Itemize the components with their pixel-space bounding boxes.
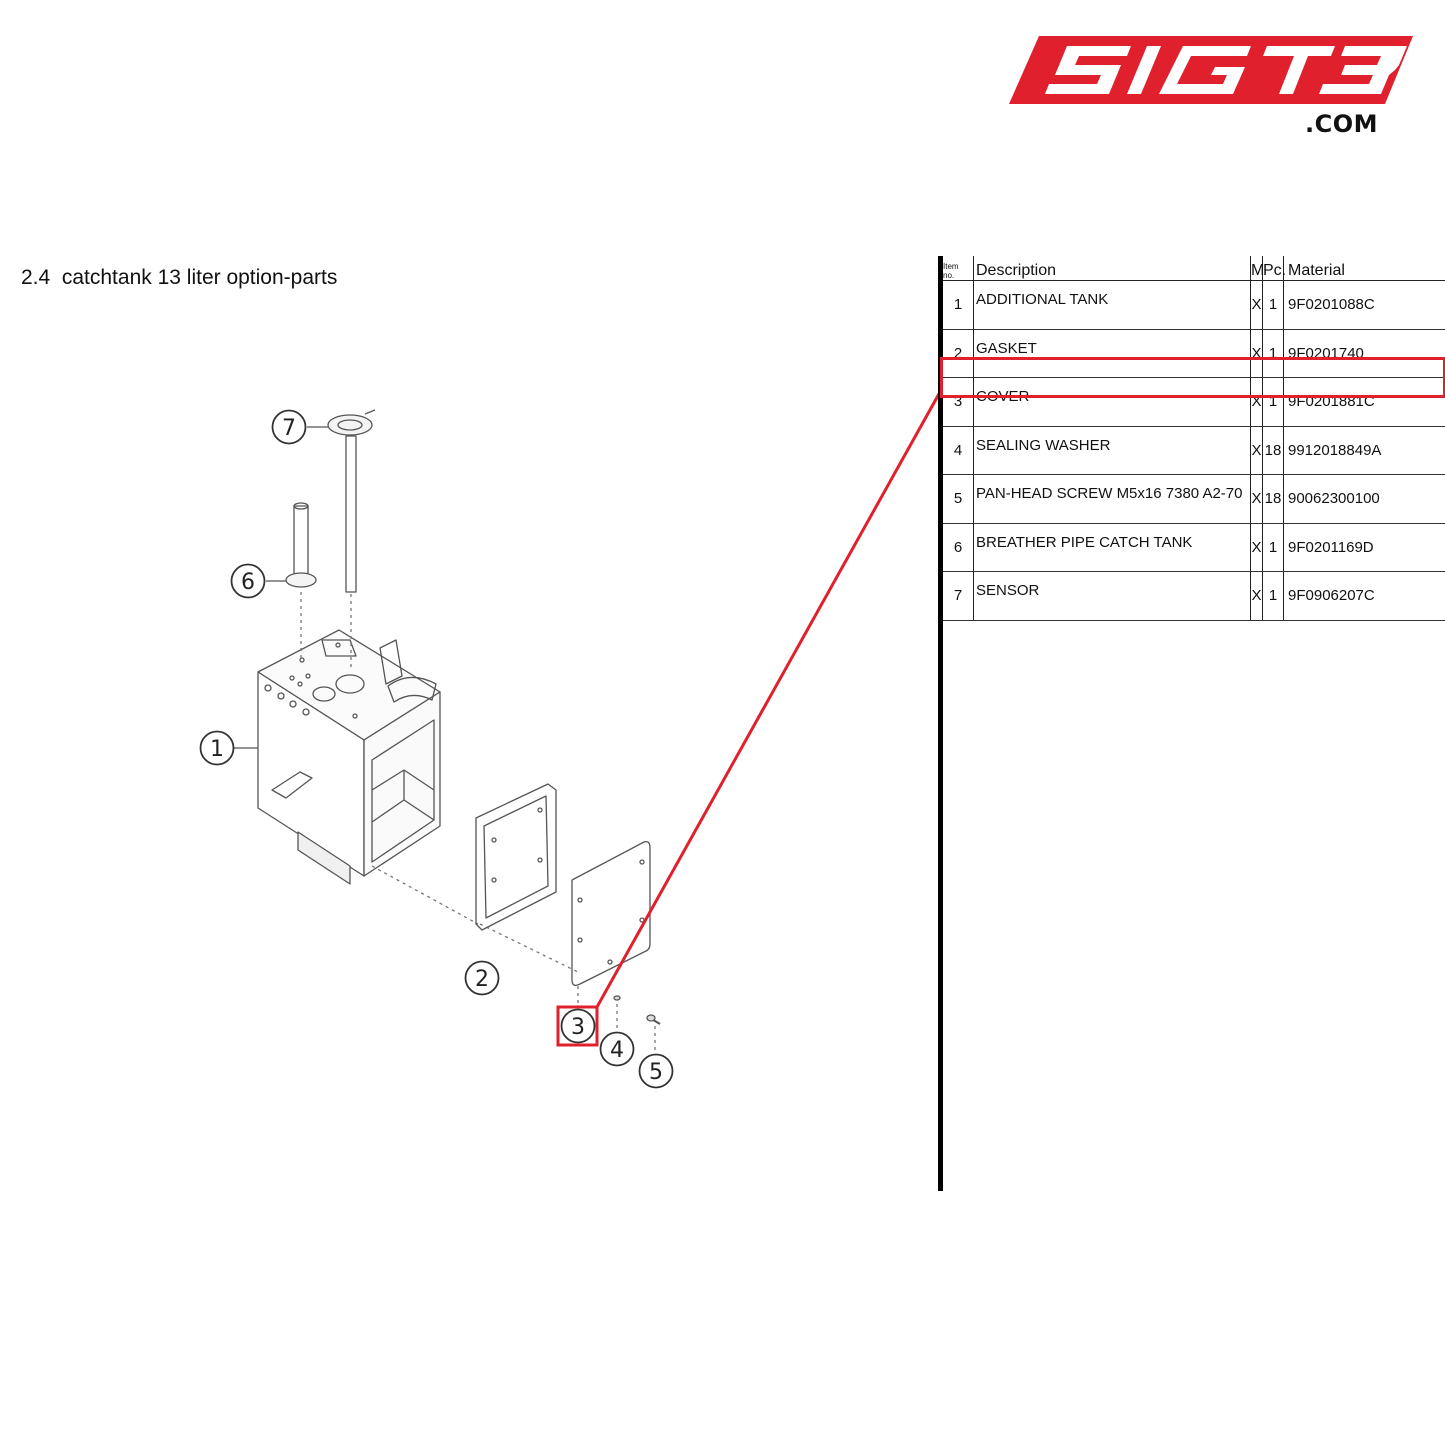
table-header-row: Item no. Description M Pc. Material [943,256,1445,281]
cell-description: GASKET [973,329,1251,378]
callout-label-5: 5 [649,1060,663,1085]
cell-pc: 1 [1262,329,1284,378]
table-row[interactable]: 1 ADDITIONAL TANK X 1 9F0201088C [943,280,1445,330]
callout-3-highlight [556,1005,599,1047]
callout-6 [230,563,266,599]
exploded-parts-diagram: 1 2 3 4 5 6 7 [199,391,940,1089]
cell-pc: 1 [1262,377,1284,427]
screw-drawing [646,1014,661,1025]
cell-pc: 1 [1262,523,1284,572]
cell-m: X [1250,523,1263,572]
cell-m: X [1250,377,1263,427]
gasket-drawing [475,783,557,931]
cell-pc: 18 [1262,474,1284,524]
parts-table: Item no. Description M Pc. Material 1 AD… [943,256,1445,621]
cell-m: X [1250,571,1263,621]
washer-drawing [613,995,621,1001]
site-logo[interactable]: .COM [1005,32,1417,144]
col-header-m: M [1250,256,1264,281]
cell-description: ADDITIONAL TANK [973,280,1251,330]
col-header-item: Item no. [943,256,974,281]
callout-2 [464,960,500,996]
cell-item: 6 [943,523,974,572]
table-row[interactable]: 4 SEALING WASHER X 18 9912018849A [943,426,1445,475]
col-header-description: Description [973,256,1251,281]
highlight-connector-line [595,391,940,1008]
cell-item: 1 [943,280,974,330]
callout-4 [599,1031,635,1067]
table-row-highlighted[interactable]: 3 COVER X 1 9F0201881C [943,377,1445,427]
cell-material: 90062300100 [1283,474,1445,524]
cell-material: 9F0201088C [1283,280,1445,330]
sensor-drawing [327,409,376,593]
col-header-pc: Pc. [1262,256,1286,281]
cell-pc: 1 [1262,280,1284,330]
cell-description: PAN-HEAD SCREW M5x16 7380 A2-70 [973,474,1251,524]
callout-3 [560,1008,596,1044]
cell-description: SEALING WASHER [973,426,1251,475]
cell-item: 5 [943,474,974,524]
cell-item: 7 [943,571,974,621]
col-header-material: Material [1283,256,1445,281]
cell-material: 9F0906207C [1283,571,1445,621]
cell-description: BREATHER PIPE CATCH TANK [973,523,1251,572]
table-row-highlight-box [940,357,1445,398]
callout-label-6: 6 [241,570,255,595]
logo-mark [1009,36,1413,104]
logo-domain-suffix: .COM [1305,110,1379,138]
callout-label-3: 3 [571,1015,585,1040]
cell-item: 4 [943,426,974,475]
cell-material: 9912018849A [1283,426,1445,475]
callout-label-1: 1 [210,737,224,762]
cell-m: X [1250,329,1263,378]
cell-material: 9F0201169D [1283,523,1445,572]
cell-pc: 1 [1262,571,1284,621]
callout-5 [638,1053,674,1089]
callout-label-2: 2 [475,967,489,992]
table-row[interactable]: 5 PAN-HEAD SCREW M5x16 7380 A2-70 X 18 9… [943,474,1445,524]
table-row[interactable]: 6 BREATHER PIPE CATCH TANK X 1 9F0201169… [943,523,1445,572]
cover-drawing [571,840,651,986]
page-title: 2.4 catchtank 13 liter option-parts [21,266,338,289]
breather-pipe-drawing [285,502,317,588]
callout-7 [271,409,307,445]
cell-m: X [1250,474,1263,524]
cell-description: SENSOR [973,571,1251,621]
additional-tank-drawing [257,629,441,885]
cell-pc: 18 [1262,426,1284,475]
cell-m: X [1250,426,1263,475]
cell-item: 2 [943,329,974,378]
table-row[interactable]: 7 SENSOR X 1 9F0906207C [943,571,1445,621]
table-left-rule [938,256,943,1191]
callout-label-4: 4 [610,1038,624,1063]
callout-label-7: 7 [282,416,296,441]
cell-m: X [1250,280,1263,330]
cell-item: 3 [943,377,974,427]
callout-1 [199,730,235,766]
